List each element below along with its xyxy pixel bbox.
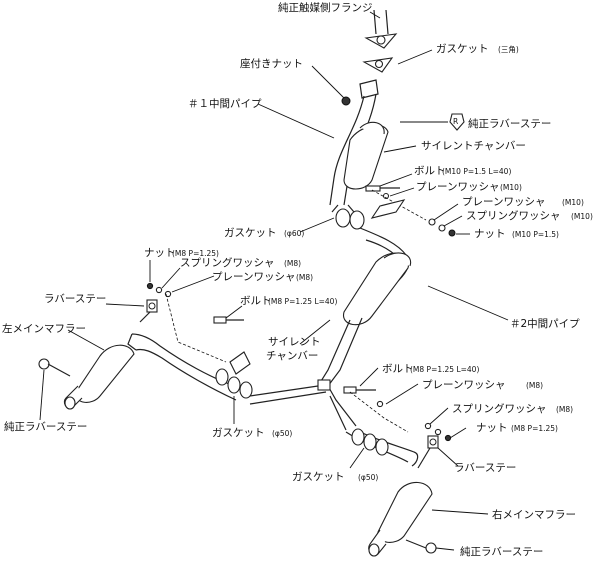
label-plain-washer-m8-left-spec: (M8) xyxy=(296,273,313,282)
label-spring-washer-m8-left: スプリングワッシャ xyxy=(180,256,275,269)
label-nut-m10-spec: (M10 P=1.5) xyxy=(512,230,559,239)
label-nut-m8-right-spec: (M8 P=1.25) xyxy=(511,424,558,433)
label-silent-chamber-mid-1: サイレント xyxy=(268,336,321,348)
label-plain-washer-m8-left: プレーンワッシャ xyxy=(212,271,295,283)
label-plain-washer-m10: プレーンワッシャ xyxy=(416,181,499,193)
label-oem-rubber-stay-top: 純正ラバーステー xyxy=(468,117,551,130)
flange-bracket-left xyxy=(229,351,251,375)
labels: 純正触媒側フランジ ガスケット (三角) 座付きナット ＃１中間パイプ 純正ラバ… xyxy=(2,1,593,558)
label-spring-washer-m10: スプリングワッシャ xyxy=(466,209,561,222)
left-main-muffler xyxy=(63,344,135,410)
bolt-axis-line-right xyxy=(349,391,409,433)
silent-chamber-mid xyxy=(343,252,412,326)
label-spring-washer-m8-right: スプリングワッシャ xyxy=(452,402,547,415)
flange-bracket-upper xyxy=(370,199,406,219)
oem-rubber-stay-left xyxy=(38,358,71,377)
label-gasket-triangle: ガスケット xyxy=(436,43,489,55)
label-left-main-muffler: 左メインマフラー xyxy=(2,322,86,335)
label-nut-m8-right: ナット xyxy=(476,422,508,434)
label-spring-washer-m8-left-spec: (M8) xyxy=(284,259,301,268)
bolt-m10 xyxy=(365,185,400,192)
label-plain-washer-m8-right: プレーンワッシャ xyxy=(422,379,505,391)
left-tail-pipe xyxy=(127,333,241,401)
label-plain-washer-m8-right-spec: (M8) xyxy=(526,381,543,390)
y-pipe xyxy=(239,317,363,431)
label-gasket-60: ガスケット xyxy=(224,227,277,239)
label-seat-nut: 座付きナット xyxy=(240,57,303,70)
label-plain-washer-m10-b-spec: (M10) xyxy=(562,198,584,207)
label-bolt-m8-left: ボルト xyxy=(240,295,272,307)
label-bolt-m10-spec: (M10 P=1.5 L=40) xyxy=(442,167,511,176)
gasket-60 xyxy=(335,208,365,230)
label-gasket-50-right: ガスケット xyxy=(292,471,345,483)
leader-lines xyxy=(39,11,509,551)
label-gasket-60-spec: (φ60) xyxy=(284,229,304,238)
label-rubber-stay-left: ラバーステー xyxy=(44,293,106,305)
label-spring-washer-m10-spec: (M10) xyxy=(571,212,593,221)
seat-nut xyxy=(341,96,351,106)
silent-chamber-top xyxy=(343,121,389,190)
label-plain-washer-m10-spec: (M10) xyxy=(500,183,522,192)
label-catalyst-flange: 純正触媒側フランジ xyxy=(278,1,373,14)
label-gasket-50-left: ガスケット xyxy=(212,427,265,439)
rubber-stay-right xyxy=(417,435,439,469)
left-flange xyxy=(215,368,253,399)
label-nut-m8-left-spec: (M8 P=1.25) xyxy=(172,249,219,258)
washer-set-m10 xyxy=(428,218,456,237)
label-plain-washer-m10-b: プレーンワッシャ xyxy=(462,196,545,208)
label-gasket-50-left-spec: (φ50) xyxy=(272,429,292,438)
label-nut-m10: ナット xyxy=(474,228,506,240)
right-main-muffler xyxy=(368,481,433,557)
washer-set-m8-left xyxy=(146,282,172,298)
label-bolt-m8-left-spec: (M8 P=1.25 L=40) xyxy=(268,297,337,306)
catalyst-flange xyxy=(364,9,398,49)
label-mid-pipe-2: ＃2中間パイプ xyxy=(510,317,580,330)
right-flange xyxy=(351,428,389,456)
bolt-m8-right xyxy=(343,386,376,394)
label-bolt-m8-right: ボルト xyxy=(382,363,414,375)
bolt-axis-line-left xyxy=(165,293,227,363)
label-oem-rubber-stay-left: 純正ラバーステー xyxy=(4,420,87,433)
bolt-m8-left xyxy=(213,316,244,324)
label-rubber-stay-right: ラバーステー xyxy=(454,462,516,474)
rubber-stay-left xyxy=(139,299,158,323)
label-silent-chamber-mid-2: チャンバー xyxy=(266,350,318,362)
label-gasket-triangle-note: (三角) xyxy=(498,44,519,54)
washer-set-m8-right xyxy=(376,400,452,442)
oem-rubber-stay-top-icon: R xyxy=(449,113,465,131)
oem-rubber-stay-right xyxy=(405,539,437,554)
label-mid-pipe-1: ＃１中間パイプ xyxy=(188,97,262,110)
label-bolt-m8-right-spec: (M8 P=1.25 L=40) xyxy=(410,365,479,374)
label-nut-m8-left: ナット xyxy=(144,247,176,259)
label-spring-washer-m8-right-spec: (M8) xyxy=(556,405,573,414)
label-right-main-muffler: 右メインマフラー xyxy=(492,508,576,521)
label-bolt-m10: ボルト xyxy=(414,165,446,177)
label-gasket-50-right-spec: (φ50) xyxy=(358,473,378,482)
triangle-gasket xyxy=(362,57,394,73)
svg-text:R: R xyxy=(453,117,458,126)
label-oem-rubber-stay-right: 純正ラバーステー xyxy=(460,545,543,558)
label-silent-chamber-top: サイレントチャンバー xyxy=(421,140,526,152)
